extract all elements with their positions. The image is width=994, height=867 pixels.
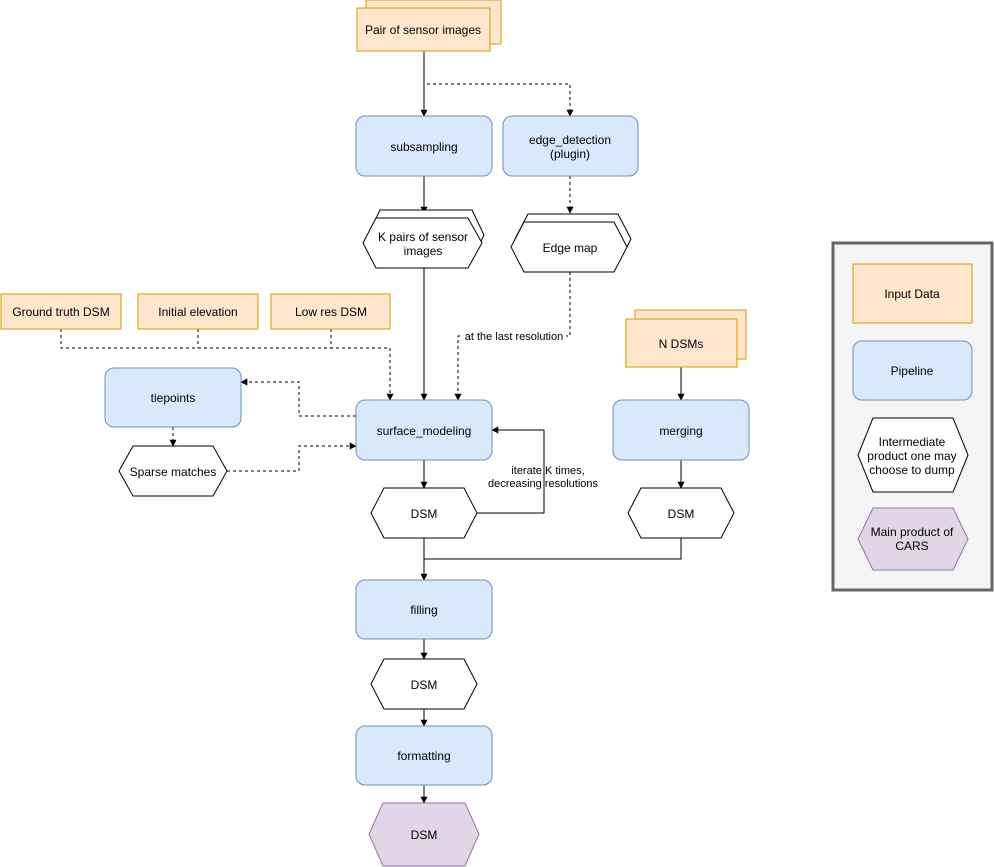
node-dsm-iter-label: DSM <box>411 507 438 521</box>
legend-input-data-label: Input Data <box>884 287 940 301</box>
edges <box>60 51 685 804</box>
node-low-res-dsm: Low res DSM <box>270 293 391 330</box>
node-k-pairs-label1: K pairs of sensor <box>378 230 468 244</box>
legend-pipeline-label: Pipeline <box>891 364 934 378</box>
legend-intermediate: Intermediate product one may choose to d… <box>857 417 969 493</box>
legend-input-data: Input Data <box>852 263 973 324</box>
edge-merged-dsm-to-filling <box>424 538 682 560</box>
legend-intermediate-label2: product one may <box>867 449 956 463</box>
node-initial-elevation: Initial elevation <box>137 293 259 330</box>
node-filling-label: filling <box>410 603 437 617</box>
node-ground-truth-dsm-label: Ground truth DSM <box>12 305 109 319</box>
edge-label-last-resolution: at the last resolution <box>465 331 563 343</box>
node-dsm-merged: DSM <box>627 487 735 539</box>
node-merging-label: merging <box>659 424 702 438</box>
node-edge-detection: edge_detection (plugin) <box>502 115 639 177</box>
edge-surface-modeling-to-tiepoints <box>240 378 356 417</box>
edge-label-bg <box>463 329 566 343</box>
node-sparse-matches-label: Sparse matches <box>130 465 217 479</box>
edge-label-iterate-line2: decreasing resolutions <box>488 478 599 490</box>
edge-sparse-matches-to-surface-modeling <box>227 442 357 472</box>
node-merging: merging <box>612 399 750 461</box>
node-low-res-dsm-label: Low res DSM <box>295 305 367 319</box>
legend: Input Data Pipeline Intermediate product… <box>831 241 994 592</box>
edge-ground-truth-to-surface-modeling <box>60 329 394 401</box>
node-dsm-filled: DSM <box>370 658 478 710</box>
legend-main-product: Main product of CARS <box>857 507 969 571</box>
node-k-pairs: K pairs of sensor images <box>362 209 485 269</box>
node-k-pairs-label2: images <box>404 244 443 258</box>
node-dsm-filled-label: DSM <box>411 678 438 692</box>
node-formatting-label: formatting <box>397 749 450 763</box>
node-initial-elevation-label: Initial elevation <box>158 305 237 319</box>
node-n-dsms-label: N DSMs <box>659 337 704 351</box>
edge-dsm-iterate-loop <box>477 426 545 514</box>
legend-pipeline: Pipeline <box>852 340 973 401</box>
node-edge-map-label: Edge map <box>543 241 598 255</box>
node-edge-detection-label1: edge_detection <box>529 133 611 147</box>
legend-main-product-label2: CARS <box>895 539 928 553</box>
node-sparse-matches: Sparse matches <box>118 445 228 497</box>
node-pair-sensor-images: Pair of sensor images <box>356 0 502 52</box>
node-dsm-merged-label: DSM <box>668 507 695 521</box>
node-edge-detection-label2: (plugin) <box>550 147 590 161</box>
node-ground-truth-dsm: Ground truth DSM <box>0 293 122 330</box>
edge-pair-to-edge-detection <box>423 51 574 117</box>
node-surface-modeling: surface_modeling <box>355 399 493 461</box>
legend-intermediate-label3: choose to dump <box>869 463 955 477</box>
node-subsampling: subsampling <box>355 115 493 177</box>
node-pair-sensor-images-label: Pair of sensor images <box>365 23 481 37</box>
node-formatting: formatting <box>355 725 493 786</box>
node-surface-modeling-label: surface_modeling <box>377 424 472 438</box>
node-n-dsms: N DSMs <box>625 309 747 368</box>
node-dsm-iter: DSM <box>370 487 478 539</box>
node-filling: filling <box>355 579 493 640</box>
node-tiepoints-label: tiepoints <box>151 391 196 405</box>
legend-main-product-label1: Main product of <box>871 525 954 539</box>
node-dsm-final-label: DSM <box>411 828 438 842</box>
node-dsm-final: DSM <box>368 802 480 867</box>
node-tiepoints: tiepoints <box>104 367 242 428</box>
node-subsampling-label: subsampling <box>390 140 457 154</box>
node-edge-map: Edge map <box>510 213 632 273</box>
edge-label-iterate-line1: iterate K times, <box>511 465 584 477</box>
legend-intermediate-label1: Intermediate <box>879 435 946 449</box>
